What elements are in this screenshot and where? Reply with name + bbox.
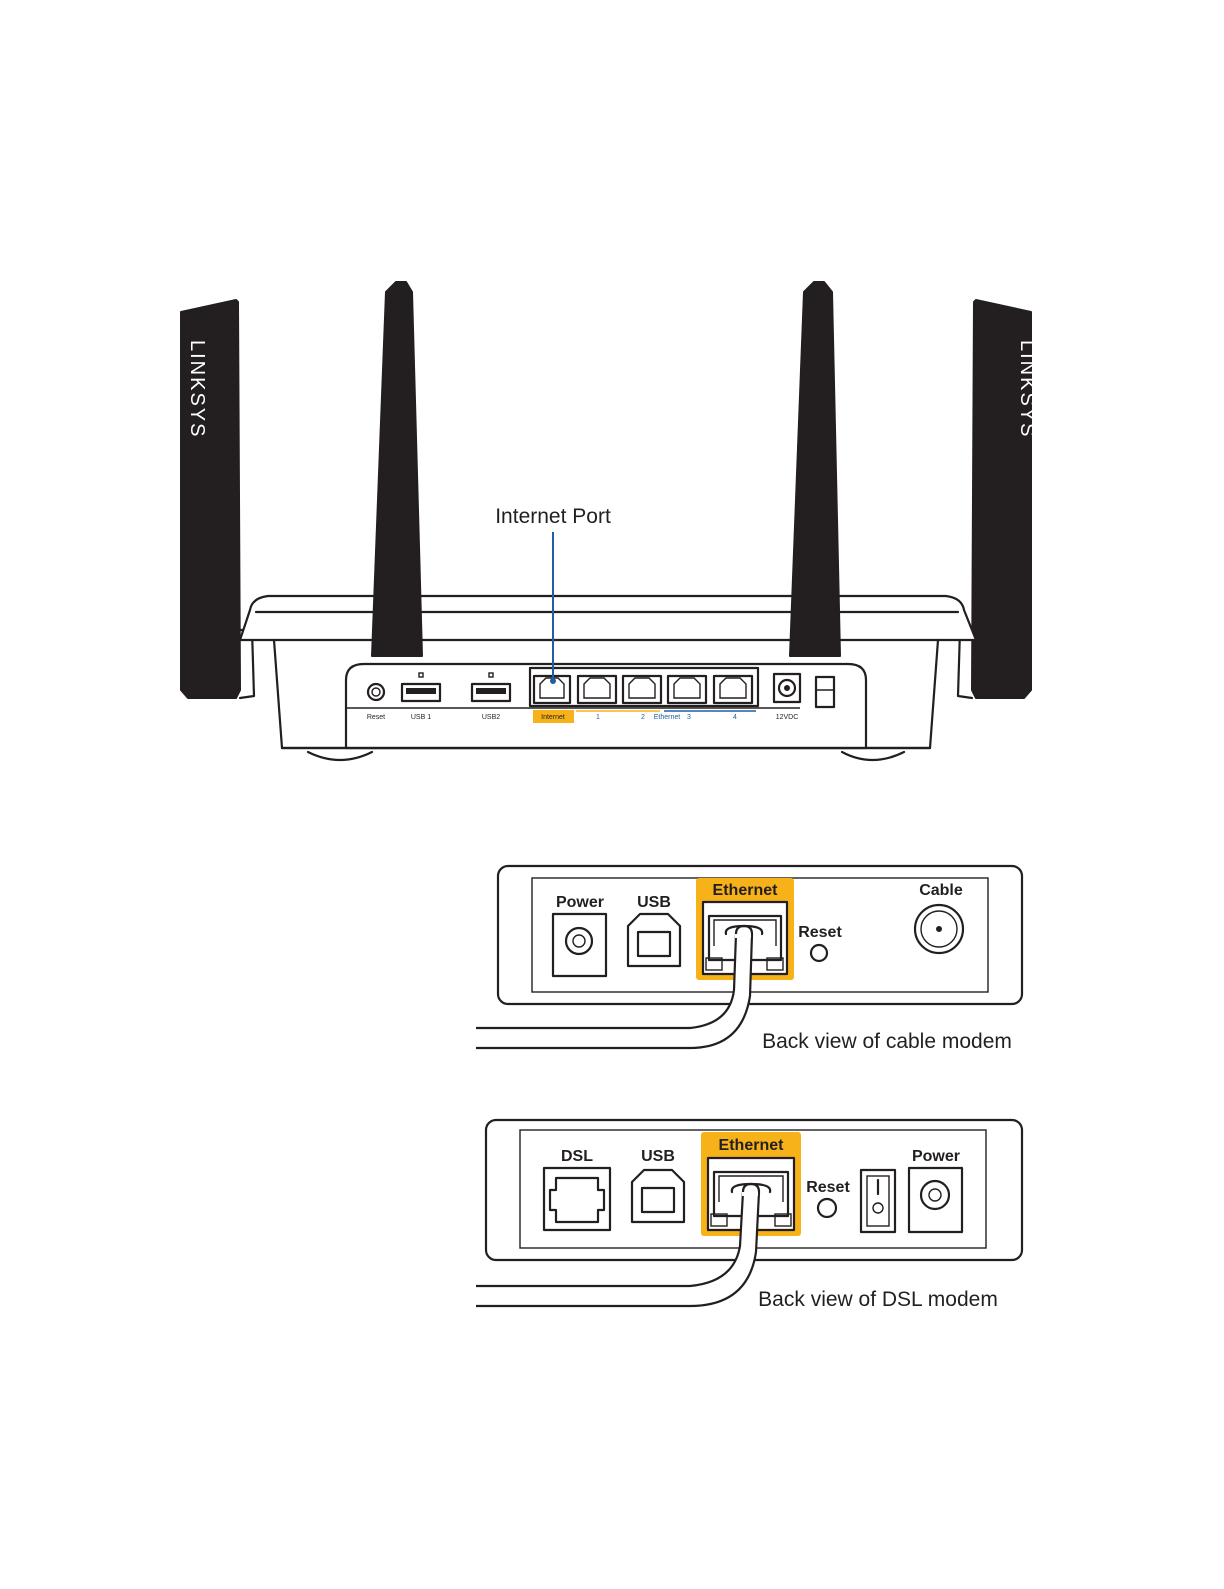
label-eth3: 3 xyxy=(687,714,691,721)
brand-logo-right: LINKSYS xyxy=(1016,340,1038,438)
cable-label-reset: Reset xyxy=(798,924,842,941)
left-stick-antenna xyxy=(372,282,422,656)
label-eth2: 2 xyxy=(641,714,645,721)
router-body xyxy=(240,596,976,760)
label-reset: Reset xyxy=(367,714,385,721)
cable-reset-button xyxy=(811,945,827,961)
cable-label-cable: Cable xyxy=(919,882,963,899)
label-usb2: USB2 xyxy=(482,714,500,721)
label-ethernet: Ethernet xyxy=(654,714,681,721)
cable-power-jack xyxy=(553,914,606,976)
dsl-label-power: Power xyxy=(912,1148,960,1165)
callout-dot xyxy=(550,678,556,684)
dsl-reset-button xyxy=(818,1199,836,1217)
dsl-label-ethernet: Ethernet xyxy=(719,1137,785,1154)
label-usb1: USB 1 xyxy=(411,714,431,721)
dsl-modem-caption: Back view of DSL modem xyxy=(758,1288,998,1311)
dsl-power-jack xyxy=(909,1168,962,1232)
dsl-label-reset: Reset xyxy=(806,1179,850,1196)
brand-logo-left: LINKSYS xyxy=(186,340,208,438)
cable-usb-port xyxy=(628,914,680,966)
cable-label-power: Power xyxy=(556,894,604,911)
right-stick-antenna xyxy=(790,282,840,656)
callout-label: Internet Port xyxy=(495,505,611,528)
cable-label-ethernet: Ethernet xyxy=(713,882,779,899)
router-illustration: LINKSYS LINKSYS xyxy=(181,282,1038,760)
label-eth4: 4 xyxy=(733,714,737,721)
label-power: 12VDC xyxy=(776,714,799,721)
cable-modem-caption: Back view of cable modem xyxy=(762,1030,1012,1053)
dsl-label-dsl: DSL xyxy=(561,1148,593,1165)
cable-label-usb: USB xyxy=(637,894,671,911)
label-internet: Internet xyxy=(541,714,565,721)
label-eth1: 1 xyxy=(596,714,600,721)
cable-modem-illustration: Power USB Ethernet Reset Cable Back view… xyxy=(476,866,1022,1053)
dsl-modem-illustration: DSL USB Ethernet Reset Power Back view o… xyxy=(476,1120,1022,1311)
dsl-label-usb: USB xyxy=(641,1148,675,1165)
dsl-usb-port xyxy=(632,1170,684,1222)
